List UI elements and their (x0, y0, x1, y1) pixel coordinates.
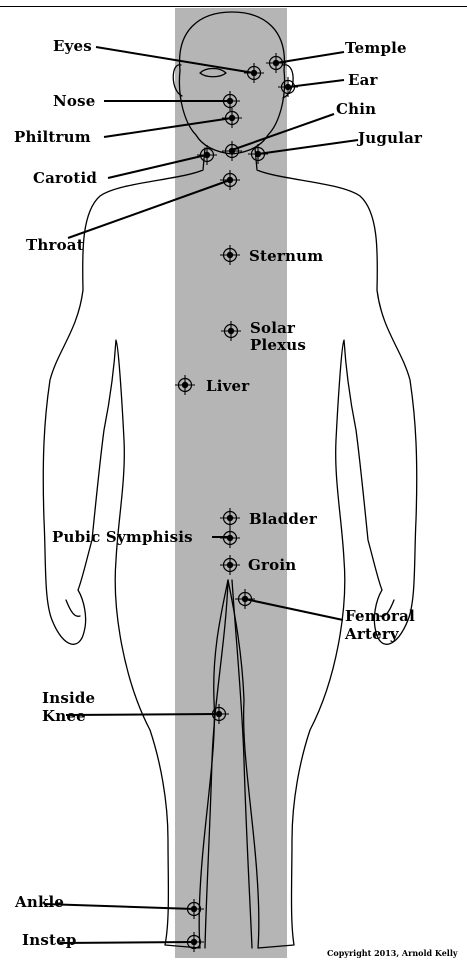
inner-leg-line-right (232, 580, 252, 948)
leader-ear (288, 80, 344, 87)
label-ankle: Ankle (15, 894, 64, 910)
target-marker-sternum (220, 245, 240, 265)
left-eye-outline (200, 69, 226, 77)
label-temple: Temple (345, 40, 407, 56)
leader-temple (276, 52, 344, 63)
label-jugular: Jugular (358, 130, 422, 146)
label-nose: Nose (53, 93, 96, 109)
target-marker-temple (266, 53, 286, 73)
copyright-text: Copyright 2013, Arnold Kelly (327, 948, 458, 958)
label-solar-plexus-line1: Solar (250, 320, 295, 336)
target-marker-jugular (248, 144, 268, 164)
target-marker-carotid (197, 145, 217, 165)
label-sternum: Sternum (249, 248, 323, 264)
target-marker-ankle (184, 899, 204, 919)
label-groin: Groin (248, 557, 296, 573)
leader-ankle (44, 904, 194, 909)
label-eyes: Eyes (53, 38, 92, 54)
label-philtrum: Philtrum (14, 129, 91, 145)
target-marker-instep (184, 932, 204, 952)
target-marker-pubic-symphisis (220, 528, 240, 548)
target-marker-bladder (220, 508, 240, 528)
leader-inside-knee (66, 714, 218, 715)
target-marker-inside-knee (209, 704, 229, 724)
leader-throat (68, 180, 230, 238)
target-marker-chin (222, 141, 242, 161)
target-marker-ear (278, 77, 298, 97)
label-inside-knee-line2: Knee (42, 708, 86, 724)
leader-instep (60, 942, 194, 943)
leader-carotid (108, 155, 206, 178)
left-ear-outline (173, 65, 182, 96)
inner-leg-line (205, 580, 228, 948)
label-femoral-artery-line2: Artery (345, 626, 399, 642)
target-marker-liver (175, 375, 195, 395)
label-solar-plexus-line2: Plexus (250, 337, 306, 353)
leader-femoral (245, 599, 343, 620)
label-chin: Chin (336, 101, 376, 117)
label-bladder: Bladder (249, 511, 317, 527)
head-outline (179, 12, 284, 154)
left-hand-thumb (66, 600, 80, 616)
target-marker-throat (220, 170, 240, 190)
label-ear: Ear (348, 72, 378, 88)
target-marker-nose (220, 91, 240, 111)
target-marker-femoral-artery (235, 589, 255, 609)
label-inside-knee-line1: Inside (42, 690, 95, 706)
target-markers (175, 53, 298, 952)
label-throat: Throat (26, 237, 84, 253)
label-femoral-artery-line1: Femoral (345, 608, 415, 624)
label-pubic-symphisis: Pubic Symphisis (52, 529, 193, 545)
label-carotid: Carotid (33, 170, 97, 186)
leader-jugular (258, 140, 358, 154)
target-marker-groin (220, 555, 240, 575)
target-marker-philtrum (222, 108, 242, 128)
label-liver: Liver (206, 378, 249, 394)
target-marker-eyes (244, 63, 264, 83)
leader-philtrum (104, 118, 232, 137)
label-instep: Instep (22, 932, 77, 948)
target-marker-solar-plexus (221, 321, 241, 341)
